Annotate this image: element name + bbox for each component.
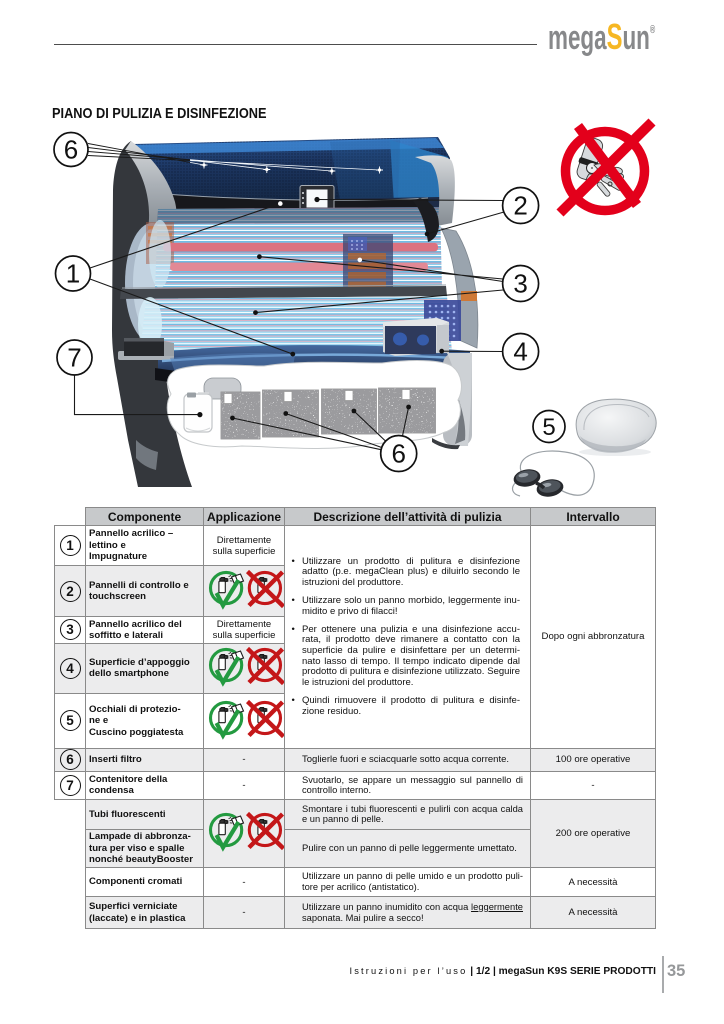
svg-text:7: 7 xyxy=(67,343,81,373)
svg-text:3: 3 xyxy=(513,269,527,299)
svg-text:2: 2 xyxy=(513,191,527,221)
svg-text:6: 6 xyxy=(391,439,405,469)
svg-text:1: 1 xyxy=(66,259,80,289)
svg-text:4: 4 xyxy=(513,337,527,367)
svg-text:5: 5 xyxy=(542,414,555,441)
svg-text:6: 6 xyxy=(64,135,78,165)
